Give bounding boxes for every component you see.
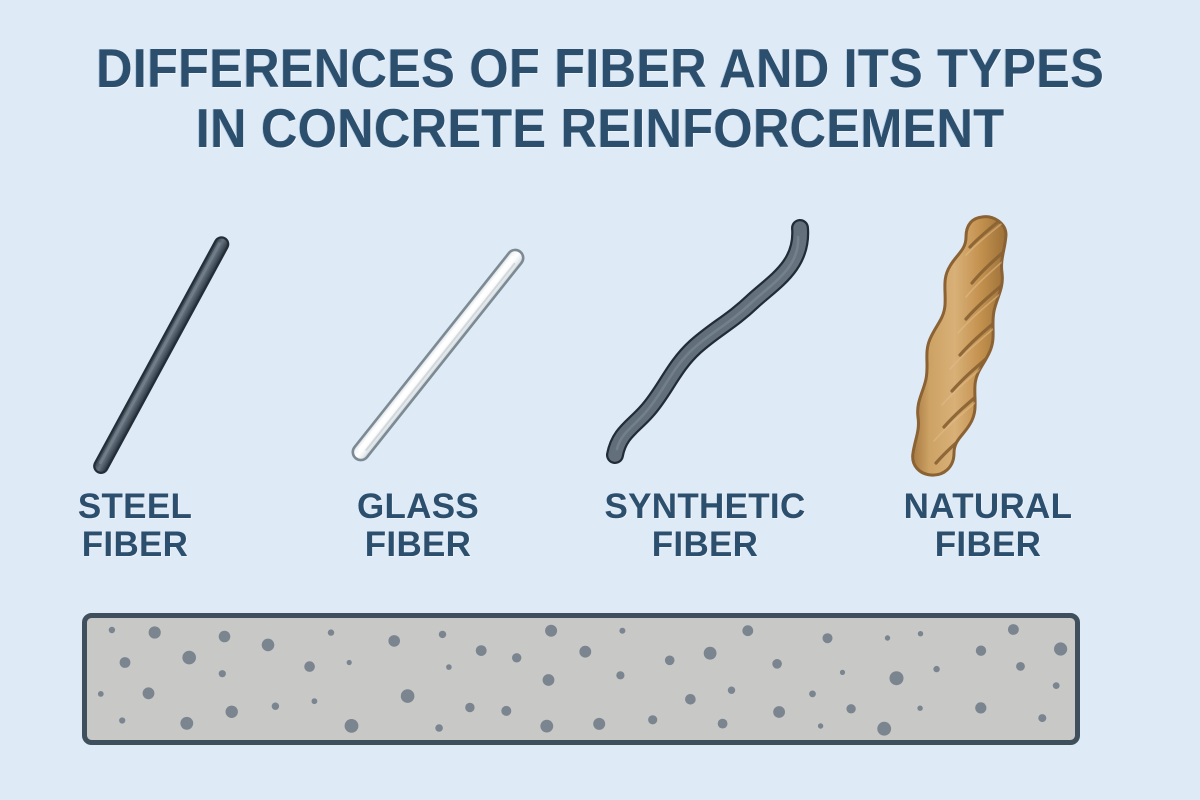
aggregate-dot bbox=[839, 669, 846, 675]
aggregate-dot bbox=[877, 721, 892, 736]
concrete-slab-figure bbox=[82, 613, 1080, 745]
aggregate-dot bbox=[512, 653, 522, 663]
aggregate-dot bbox=[344, 719, 359, 733]
aggregate-dot bbox=[1008, 624, 1019, 635]
synthetic-fiber-figure bbox=[545, 195, 845, 495]
page-title: DIFFERENCES OF FIBER AND ITS TYPES IN CO… bbox=[0, 38, 1200, 158]
synthetic-fiber-icon bbox=[606, 219, 810, 464]
aggregate-dot bbox=[593, 717, 606, 730]
steel-fiber-figure bbox=[0, 195, 300, 495]
steel-fiber-icon bbox=[93, 236, 230, 474]
aggregate-dot bbox=[809, 690, 816, 698]
aggregate-dot bbox=[218, 630, 231, 643]
aggregate-dot bbox=[97, 691, 104, 697]
aggregate-dot bbox=[465, 702, 475, 713]
aggregate-dot bbox=[917, 705, 923, 711]
aggregate-dot bbox=[388, 635, 401, 647]
aggregate-dot bbox=[717, 718, 728, 729]
glass-fiber-figure bbox=[275, 195, 575, 495]
aggregate-dot bbox=[933, 665, 940, 673]
label-glass-fiber: GLASS FIBER bbox=[278, 488, 558, 564]
natural-fiber-icon bbox=[911, 215, 1008, 477]
aggregate-dot bbox=[108, 626, 116, 634]
aggregate-dot bbox=[119, 657, 131, 668]
label-steel-line-2: FIBER bbox=[81, 525, 189, 564]
aggregate-dot bbox=[975, 702, 987, 714]
aggregate-dot bbox=[1052, 682, 1060, 689]
aggregate-dot bbox=[501, 705, 512, 716]
aggregate-dot bbox=[727, 686, 736, 694]
aggregate-dot bbox=[917, 631, 924, 637]
aggregate-dot bbox=[846, 704, 856, 714]
aggregate-dot bbox=[889, 671, 904, 686]
aggregate-dot bbox=[148, 626, 161, 639]
aggregate-dot bbox=[119, 717, 126, 724]
title-line-2: IN CONCRETE REINFORCEMENT bbox=[195, 97, 1005, 159]
label-glass-line-2: FIBER bbox=[364, 525, 472, 564]
aggregate-dot bbox=[817, 723, 824, 729]
aggregate-dot bbox=[685, 694, 696, 705]
aggregate-dot bbox=[975, 645, 987, 656]
aggregate-dot bbox=[822, 633, 833, 644]
title-line-1: DIFFERENCES OF FIBER AND ITS TYPES bbox=[95, 37, 1105, 99]
aggregate-dot bbox=[435, 724, 443, 732]
aggregate-dot bbox=[225, 705, 238, 718]
aggregate-dot bbox=[142, 687, 155, 700]
concrete-slab-body bbox=[82, 613, 1080, 745]
aggregate-dot bbox=[438, 630, 447, 639]
aggregate-dot bbox=[475, 645, 487, 656]
aggregate-dot bbox=[182, 650, 196, 665]
label-natural-fiber: NATURAL FIBER bbox=[848, 488, 1128, 564]
aggregate-dot bbox=[311, 698, 318, 705]
aggregate-dot bbox=[664, 655, 675, 666]
aggregate-dot bbox=[542, 674, 555, 686]
aggregate-dot bbox=[545, 624, 558, 637]
aggregate-dot bbox=[180, 716, 194, 730]
aggregate-dot bbox=[400, 689, 415, 703]
aggregate-dot bbox=[619, 627, 626, 634]
aggregate-dot bbox=[1038, 714, 1047, 723]
aggregate-dot bbox=[648, 715, 658, 725]
label-synthetic-line-2: FIBER bbox=[651, 525, 759, 564]
aggregate-dot bbox=[327, 629, 335, 636]
label-steel-line-1: STEEL bbox=[77, 487, 193, 526]
aggregate-dot bbox=[1016, 662, 1025, 671]
label-natural-line-2: FIBER bbox=[934, 525, 1042, 564]
label-synthetic-fiber: SYNTHETIC FIBER bbox=[565, 488, 845, 564]
aggregate-dot bbox=[446, 664, 452, 670]
aggregate-dot bbox=[616, 671, 625, 680]
aggregate-dot bbox=[218, 670, 226, 678]
label-glass-line-1: GLASS bbox=[356, 487, 480, 526]
label-synthetic-line-1: SYNTHETIC bbox=[604, 487, 806, 526]
glass-fiber-icon bbox=[351, 248, 525, 462]
aggregate-dot bbox=[304, 661, 315, 672]
aggregate-dot bbox=[540, 719, 554, 733]
label-natural-line-1: NATURAL bbox=[903, 487, 1073, 526]
aggregate-dot bbox=[346, 659, 352, 666]
aggregate-dot bbox=[742, 625, 754, 637]
aggregate-dot-group bbox=[97, 624, 1068, 736]
label-steel-fiber: STEEL FIBER bbox=[0, 488, 275, 564]
natural-fiber-figure bbox=[830, 195, 1130, 495]
fiber-illustration-row bbox=[0, 195, 1200, 495]
aggregate-dot bbox=[1054, 642, 1068, 656]
fiber-label-row: STEEL FIBER GLASS FIBER SYNTHETIC FIBER … bbox=[0, 488, 1200, 588]
aggregate-dot bbox=[271, 702, 280, 710]
aggregate-dot bbox=[772, 659, 782, 669]
aggregate-dot bbox=[773, 706, 785, 718]
aggregate-dot bbox=[884, 635, 891, 641]
aggregate-dot bbox=[703, 646, 717, 660]
aggregate-dot bbox=[261, 638, 275, 652]
concrete-slab-icon bbox=[82, 613, 1080, 745]
aggregate-dot bbox=[579, 645, 592, 658]
